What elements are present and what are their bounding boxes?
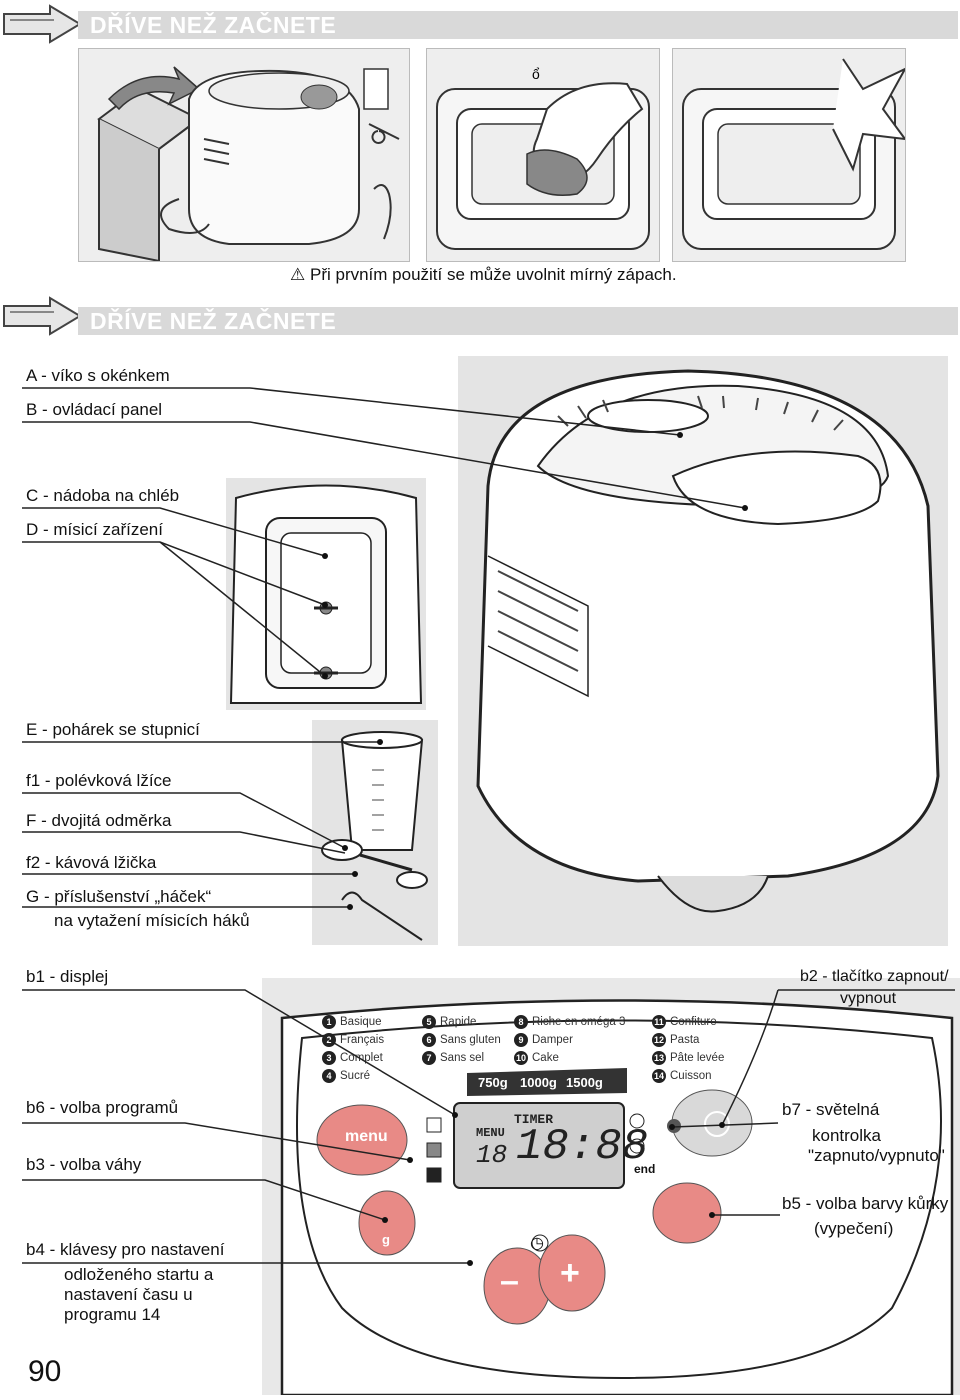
label-b7-line3: "zapnuto/vypnuto" [808, 1146, 945, 1165]
lcd-menu-label: MENU [476, 1126, 505, 1140]
weight-1500: 1500g [566, 1075, 603, 1090]
program-number-badge: 6 [422, 1033, 436, 1047]
minus-button[interactable]: – [500, 1262, 519, 1300]
program-name: Confiture [670, 1016, 717, 1028]
program-number-badge: 14 [652, 1069, 666, 1083]
weight-750: 750g [478, 1075, 508, 1090]
weight-1000: 1000g [520, 1075, 557, 1090]
arrow-icon [2, 296, 82, 341]
label-b6: b6 - volba programů [26, 1098, 179, 1117]
menu-button[interactable]: menu [345, 1128, 388, 1145]
bread-machine-illustration [458, 356, 948, 946]
warning-icon: ⚠ [290, 265, 306, 284]
program-item: 7 Sans sel [422, 1051, 484, 1065]
program-name: Basique [340, 1016, 382, 1028]
label-b1: b1 - displej [26, 967, 109, 986]
clock-icon: ◷ [530, 1235, 544, 1252]
program-item: 13 Pâte levée [652, 1051, 724, 1065]
program-name: Sans sel [440, 1052, 485, 1064]
program-item: 3 Complet [322, 1051, 383, 1065]
cleaning-illustration: ổ [426, 48, 660, 262]
program-name: Sans gluten [440, 1034, 501, 1046]
program-number-badge: 4 [322, 1069, 336, 1083]
label-b3: b3 - volba váhy [26, 1155, 142, 1174]
program-number-badge: 12 [652, 1033, 666, 1047]
warning-text: Při prvním použití se může uvolnit mírný… [309, 265, 677, 284]
section-title: DŘÍVE NEŽ ZAČNETE [90, 12, 337, 38]
program-name: Cuisson [670, 1070, 712, 1082]
bread-pan-illustration [226, 478, 426, 710]
program-name: Riche en oméga 3 [532, 1016, 626, 1028]
lcd-display: TIMER MENU 18 18:88 [454, 1104, 648, 1189]
program-number-badge: 8 [514, 1015, 528, 1029]
program-item: 14 Cuisson [652, 1069, 712, 1083]
program-name: Rapide [440, 1016, 477, 1028]
program-item: 12 Pasta [652, 1033, 699, 1047]
program-name: Pâte levée [670, 1052, 725, 1064]
program-item: 9 Damper [514, 1033, 573, 1047]
program-number-badge: 1 [322, 1015, 336, 1029]
plus-button[interactable]: + [560, 1254, 580, 1292]
label-g-line1: G - příslušenství „háček“ [26, 887, 212, 906]
label-e: E - pohárek se stupnicí [26, 720, 200, 739]
program-name: Français [340, 1034, 385, 1046]
lcd-program-digits: 18 [476, 1140, 508, 1170]
label-a: A - víko s okénkem [26, 366, 170, 385]
label-b4-line2: odloženého startu a [64, 1265, 214, 1284]
label-b: B - ovládací panel [26, 400, 163, 419]
label-f1: f1 - polévková lžíce [26, 771, 172, 790]
section-title: DŘÍVE NEŽ ZAČNETE [90, 308, 337, 334]
label-b2-line2: vypnout [840, 990, 897, 1007]
label-g-line2: na vytažení mísicích háků [54, 911, 250, 930]
program-number-badge: 9 [514, 1033, 528, 1047]
program-name: Complet [340, 1052, 383, 1064]
label-b4-line3: nastavení času u [64, 1285, 193, 1304]
program-item: 4 Sucré [322, 1069, 370, 1083]
label-b4-line1: b4 - klávesy pro nastavení [26, 1240, 225, 1259]
label-b7-line1: b7 - světelná [782, 1100, 880, 1119]
section-banner: DŘÍVE NEŽ ZAČNETE [78, 307, 958, 335]
program-number-badge: 3 [322, 1051, 336, 1065]
label-b5-line1: b5 - volba barvy kůrky [782, 1194, 949, 1213]
program-number-badge: 10 [514, 1051, 528, 1065]
label-b7-line2: kontrolka [812, 1126, 881, 1145]
program-item: 1 Basique [322, 1015, 382, 1029]
program-number-badge: 13 [652, 1051, 666, 1065]
program-number-badge: 7 [422, 1051, 436, 1065]
program-item: 10 Cake [514, 1051, 559, 1065]
lcd-time-digits: 18:88 [516, 1122, 649, 1172]
program-name: Cake [532, 1052, 559, 1064]
label-f2: f2 - kávová lžička [26, 853, 157, 872]
control-panel-diagram [262, 978, 960, 1397]
unpack-illustration [78, 48, 410, 263]
weight-button[interactable]: g [382, 1232, 390, 1247]
label-c: C - nádoba na chléb [26, 486, 180, 505]
lcd-timer-label: TIMER [514, 1112, 554, 1127]
label-f: F - dvojitá odměrka [26, 811, 172, 830]
program-item: 11 Confiture [652, 1015, 717, 1029]
section-banner: DŘÍVE NEŽ ZAČNETE [78, 11, 958, 39]
svg-text:ổ: ổ [532, 66, 540, 82]
warning-note: ⚠ Při prvním použití se může uvolnit mír… [290, 265, 677, 285]
program-name: Damper [532, 1034, 573, 1046]
label-b5-line2: (vypečení) [814, 1219, 894, 1238]
program-number-badge: 11 [652, 1015, 666, 1029]
label-d: D - mísicí zařízení [26, 520, 163, 539]
program-name: Pasta [670, 1034, 700, 1046]
program-item: 5 Rapide [422, 1015, 476, 1029]
program-item: 6 Sans gluten [422, 1033, 501, 1047]
label-b2-line1: b2 - tlačítko zapnout/ [800, 968, 949, 985]
program-number-badge: 5 [422, 1015, 436, 1029]
program-name: Sucré [340, 1070, 371, 1082]
label-b4-line4: programu 14 [64, 1305, 161, 1324]
dry-illustration [672, 48, 908, 262]
program-item: 8 Riche en oméga 3 [514, 1015, 625, 1029]
page-number: 90 [28, 1355, 62, 1388]
end-label: end [634, 1162, 656, 1176]
arrow-icon [2, 4, 82, 49]
